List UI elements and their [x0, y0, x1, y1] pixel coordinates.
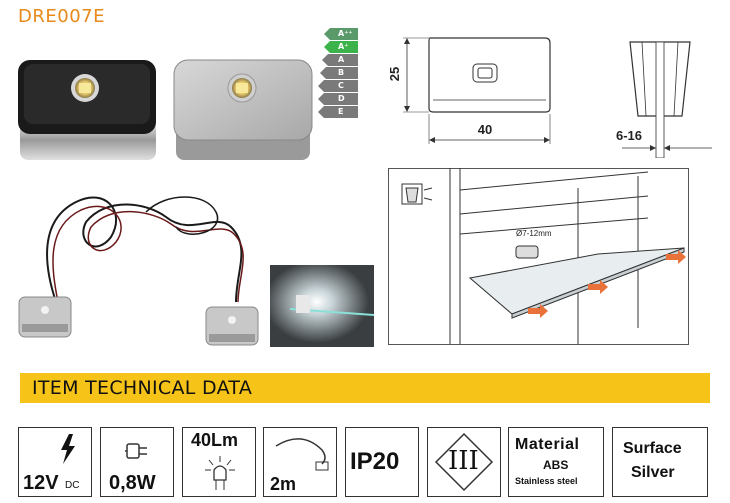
- power-value: 0,8W: [109, 472, 156, 494]
- plug-icon: [125, 443, 147, 459]
- energy-class-c: C: [318, 80, 360, 92]
- energy-class-label: A⁺⁺: [338, 29, 353, 38]
- fixtures-with-cables-image: [18, 196, 259, 346]
- energy-class-label: D: [338, 94, 345, 103]
- silver-fixture-image: [173, 59, 313, 160]
- material-tile: Material ABS Stainless steel: [508, 427, 604, 497]
- class-diamond-icon: [434, 432, 494, 492]
- section-title: ITEM TECHNICAL DATA: [32, 377, 253, 399]
- material-secondary: Stainless steel: [515, 476, 578, 486]
- cable-icon: [275, 438, 329, 471]
- energy-class-d: D: [318, 93, 360, 105]
- cable-tile: 2m: [263, 427, 337, 497]
- bulb-icon: [205, 456, 235, 490]
- ip-rating-tile: IP20: [345, 427, 419, 497]
- energy-class-ap: A⁺: [318, 41, 360, 53]
- lumen-value: 40Lm: [191, 430, 239, 450]
- height-dimension-label: 25: [387, 66, 402, 82]
- surface-tile: Surface Silver: [612, 427, 708, 497]
- product-code: DRE007E: [18, 6, 105, 27]
- ip-rating: IP20: [350, 448, 400, 475]
- energy-class-b: B: [318, 67, 360, 79]
- lumen-tile: 40Lm: [182, 427, 256, 497]
- energy-class-a: A: [318, 54, 360, 66]
- energy-class-label: E: [338, 107, 344, 116]
- black-fixture-image: [18, 60, 156, 160]
- material-title: Material: [515, 436, 580, 453]
- power-tile: 0,8W: [100, 427, 174, 497]
- installation-diagram: [388, 168, 689, 345]
- material-primary: ABS: [543, 458, 569, 472]
- voltage-value: 12V: [23, 472, 59, 494]
- energy-class-app: A⁺⁺: [318, 28, 360, 40]
- lightning-icon: [61, 434, 75, 464]
- energy-class-label: A⁺: [338, 42, 349, 51]
- energy-label-scale: A⁺⁺ A⁺ A B C D E: [318, 28, 360, 119]
- energy-class-label: B: [338, 68, 345, 77]
- glass-thickness-label: 6-16: [616, 128, 643, 143]
- side-profile-drawing: [622, 41, 712, 158]
- cable-length: 2m: [270, 474, 297, 494]
- front-dimension-drawing: [403, 37, 551, 144]
- section-banner: [20, 373, 710, 403]
- voltage-tile: 12V DC: [18, 427, 92, 497]
- protection-class-tile: III: [427, 427, 501, 497]
- protection-class: III: [448, 446, 479, 476]
- energy-class-e: E: [318, 106, 360, 118]
- hole-diameter-label: Ø7-12mm: [516, 229, 552, 238]
- light-glow-image: [270, 265, 374, 347]
- surface-title: Surface: [623, 440, 682, 457]
- energy-class-label: C: [338, 81, 344, 90]
- energy-class-label: A: [338, 55, 345, 64]
- width-dimension-label: 40: [477, 122, 493, 137]
- surface-value: Silver: [631, 464, 675, 481]
- voltage-unit: DC: [65, 480, 80, 491]
